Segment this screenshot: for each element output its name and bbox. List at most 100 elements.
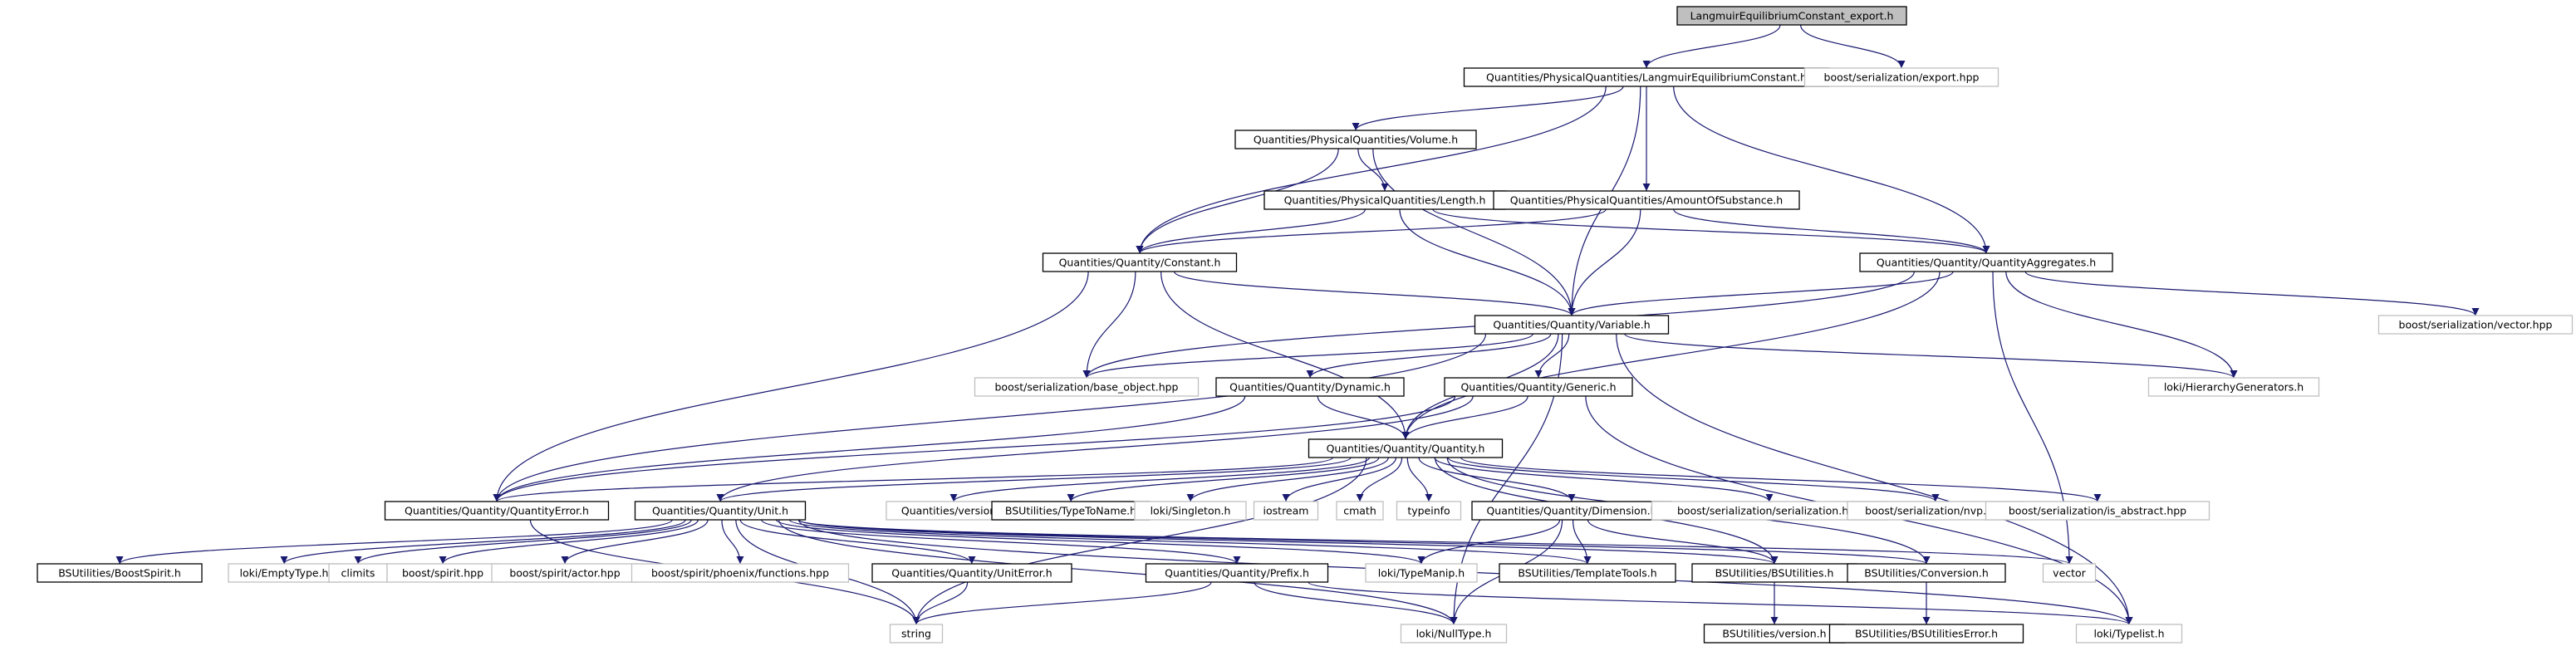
node-box-boostspirit bbox=[37, 563, 203, 583]
node-iostream[interactable]: iostream bbox=[1253, 501, 1319, 521]
edge-unit-to-conversion bbox=[797, 519, 1931, 565]
edge-layer bbox=[115, 24, 2480, 625]
node-box-variable bbox=[1474, 315, 1670, 335]
node-dimension[interactable]: Quantities/Quantity/Dimension.h bbox=[1471, 501, 1672, 521]
node-label-exporthpp: boost/serialization/export.hpp bbox=[1824, 71, 1980, 84]
node-qversion[interactable]: Quantities/version.h bbox=[886, 501, 1022, 521]
node-label-constant: Quantities/Quantity/Constant.h bbox=[1059, 257, 1221, 269]
node-vectorhpp[interactable]: boost/serialization/vector.hpp bbox=[2377, 315, 2574, 335]
node-label-templatetools: BSUtilities/TemplateTools.h bbox=[1518, 567, 1656, 580]
edge-quantity-to-typetoname bbox=[1067, 457, 1380, 502]
node-generic[interactable]: Quantities/Quantity/Generic.h bbox=[1444, 377, 1633, 397]
edge-unit-to-emptytype bbox=[280, 519, 686, 565]
node-box-volume bbox=[1234, 130, 1477, 149]
node-isabstract[interactable]: boost/serialization/is_abstract.hpp bbox=[1985, 501, 2210, 521]
node-vector[interactable]: vector bbox=[2042, 563, 2097, 583]
node-box-conversion bbox=[1847, 563, 2006, 583]
node-phoenix[interactable]: boost/spirit/phoenix/functions.hpp bbox=[631, 563, 850, 583]
node-serialization[interactable]: boost/serialization/serialization.hpp bbox=[1651, 501, 1888, 521]
edge-dimension-to-bsutilities bbox=[1587, 519, 1779, 565]
node-typelist[interactable]: loki/Typelist.h bbox=[2075, 624, 2183, 644]
node-hiergen[interactable]: loki/HierarchyGenerators.h bbox=[2147, 377, 2320, 397]
edge-quantity-to-cmath bbox=[1356, 457, 1403, 502]
edge-constant-to-qerror bbox=[493, 271, 1089, 502]
node-label-prefix: Quantities/Quantity/Prefix.h bbox=[1165, 567, 1309, 580]
node-baseobject[interactable]: boost/serialization/base_object.hpp bbox=[974, 377, 1200, 397]
node-box-aggregates bbox=[1859, 252, 2113, 272]
edge-quantity-to-unit bbox=[716, 457, 1352, 502]
node-box-qerror bbox=[384, 501, 610, 521]
node-climits[interactable]: climits bbox=[328, 563, 388, 583]
node-box-exporthpp bbox=[1803, 67, 1999, 87]
edge-uniterror-to-string bbox=[912, 581, 969, 625]
node-qerror[interactable]: Quantities/Quantity/QuantityError.h bbox=[384, 501, 610, 521]
node-bsversion[interactable]: BSUtilities/version.h bbox=[1703, 624, 1846, 644]
node-string[interactable]: string bbox=[889, 624, 944, 644]
edge-quantity-to-nvp bbox=[1447, 457, 1940, 502]
edge-unit-to-boostspirit bbox=[115, 519, 673, 565]
node-nulltype[interactable]: loki/NullType.h bbox=[1400, 624, 1508, 644]
node-lec[interactable]: Quantities/PhysicalQuantities/LangmuirEq… bbox=[1463, 67, 1830, 87]
node-unit[interactable]: Quantities/Quantity/Unit.h bbox=[634, 501, 807, 521]
node-boostspirit[interactable]: BSUtilities/BoostSpirit.h bbox=[37, 563, 203, 583]
edge-unit-to-spirithpp bbox=[439, 519, 699, 565]
node-typetoname[interactable]: BSUtilities/TypeToName.h bbox=[991, 501, 1151, 521]
node-label-uniterror: Quantities/Quantity/UnitError.h bbox=[891, 567, 1052, 580]
edge-variable-to-generic bbox=[1534, 333, 1570, 379]
node-label-climits: climits bbox=[341, 567, 375, 580]
edge-quantity-to-iostream bbox=[1282, 457, 1397, 502]
edge-generic-to-unit bbox=[716, 395, 1474, 502]
node-bsutilities[interactable]: BSUtilities/BSUtilities.h bbox=[1691, 563, 1857, 583]
node-label-qversion: Quantities/version.h bbox=[901, 505, 1006, 517]
node-label-length: Quantities/PhysicalQuantities/Length.h bbox=[1284, 194, 1486, 207]
node-box-prefix bbox=[1145, 563, 1329, 583]
node-box-amount bbox=[1493, 190, 1800, 210]
node-prefix[interactable]: Quantities/Quantity/Prefix.h bbox=[1145, 563, 1329, 583]
edge-volume-to-constant bbox=[1136, 148, 1339, 254]
node-conversion[interactable]: BSUtilities/Conversion.h bbox=[1847, 563, 2006, 583]
node-aggregates[interactable]: Quantities/Quantity/QuantityAggregates.h bbox=[1859, 252, 2113, 272]
edge-length-to-variable bbox=[1399, 208, 1576, 316]
node-quantity[interactable]: Quantities/Quantity/Quantity.h bbox=[1308, 438, 1504, 458]
node-uniterror[interactable]: Quantities/Quantity/UnitError.h bbox=[871, 563, 1072, 583]
node-typemanip[interactable]: loki/TypeManip.h bbox=[1365, 563, 1478, 583]
node-nvp[interactable]: boost/serialization/nvp.hpp bbox=[1847, 501, 2024, 521]
node-length[interactable]: Quantities/PhysicalQuantities/Length.h bbox=[1263, 190, 1506, 210]
edge-length-to-aggregates bbox=[1432, 208, 1990, 254]
node-box-iostream bbox=[1253, 501, 1319, 521]
edge-quantity-to-qversion bbox=[949, 457, 1371, 502]
edge-variable-to-baseobject bbox=[1082, 333, 1533, 379]
node-emptytype[interactable]: loki/EmptyType.h bbox=[228, 563, 341, 583]
node-variable[interactable]: Quantities/Quantity/Variable.h bbox=[1474, 315, 1670, 335]
node-label-quantity: Quantities/Quantity/Quantity.h bbox=[1327, 443, 1485, 455]
edge-unit-to-typemanip bbox=[775, 519, 1425, 565]
node-box-generic bbox=[1444, 377, 1633, 397]
node-box-cmath bbox=[1336, 501, 1384, 521]
node-constant[interactable]: Quantities/Quantity/Constant.h bbox=[1042, 252, 1238, 272]
node-box-nulltype bbox=[1400, 624, 1508, 644]
node-spirithpp[interactable]: boost/spirit.hpp bbox=[386, 563, 499, 583]
edge-unit-to-uniterror bbox=[739, 519, 976, 565]
node-actorhpp[interactable]: boost/spirit/actor.hpp bbox=[491, 563, 639, 583]
node-cmath[interactable]: cmath bbox=[1336, 501, 1384, 521]
node-label-variable: Quantities/Quantity/Variable.h bbox=[1493, 319, 1650, 331]
node-volume[interactable]: Quantities/PhysicalQuantities/Volume.h bbox=[1234, 130, 1477, 149]
edge-amount-to-constant bbox=[1136, 208, 1607, 254]
edge-quantity-to-dimension bbox=[1418, 457, 1576, 502]
node-bserror[interactable]: BSUtilities/BSUtilitiesError.h bbox=[1828, 624, 2024, 644]
node-layer: LangmuirEquilibriumConstant_export.hQuan… bbox=[37, 6, 2574, 644]
node-singleton[interactable]: loki/Singleton.h bbox=[1134, 501, 1247, 521]
edge-variable-to-typelist bbox=[1616, 333, 2133, 625]
edge-unit-to-actorhpp bbox=[561, 519, 709, 565]
edge-quantity-to-isabstract bbox=[1460, 457, 2102, 502]
node-box-isabstract bbox=[1985, 501, 2210, 521]
node-typeinfo[interactable]: typeinfo bbox=[1396, 501, 1462, 521]
edge-unit-to-climits bbox=[354, 519, 692, 565]
node-templatetools[interactable]: BSUtilities/TemplateTools.h bbox=[1499, 563, 1676, 583]
node-label-typetoname: BSUtilities/TypeToName.h bbox=[1005, 505, 1136, 517]
node-exporthpp[interactable]: boost/serialization/export.hpp bbox=[1803, 67, 1999, 87]
node-dynamic[interactable]: Quantities/Quantity/Dynamic.h bbox=[1215, 377, 1405, 397]
node-label-bsutilities: BSUtilities/BSUtilities.h bbox=[1715, 567, 1834, 580]
node-label-conversion: BSUtilities/Conversion.h bbox=[1864, 567, 1989, 580]
node-amount[interactable]: Quantities/PhysicalQuantities/AmountOfSu… bbox=[1493, 190, 1800, 210]
